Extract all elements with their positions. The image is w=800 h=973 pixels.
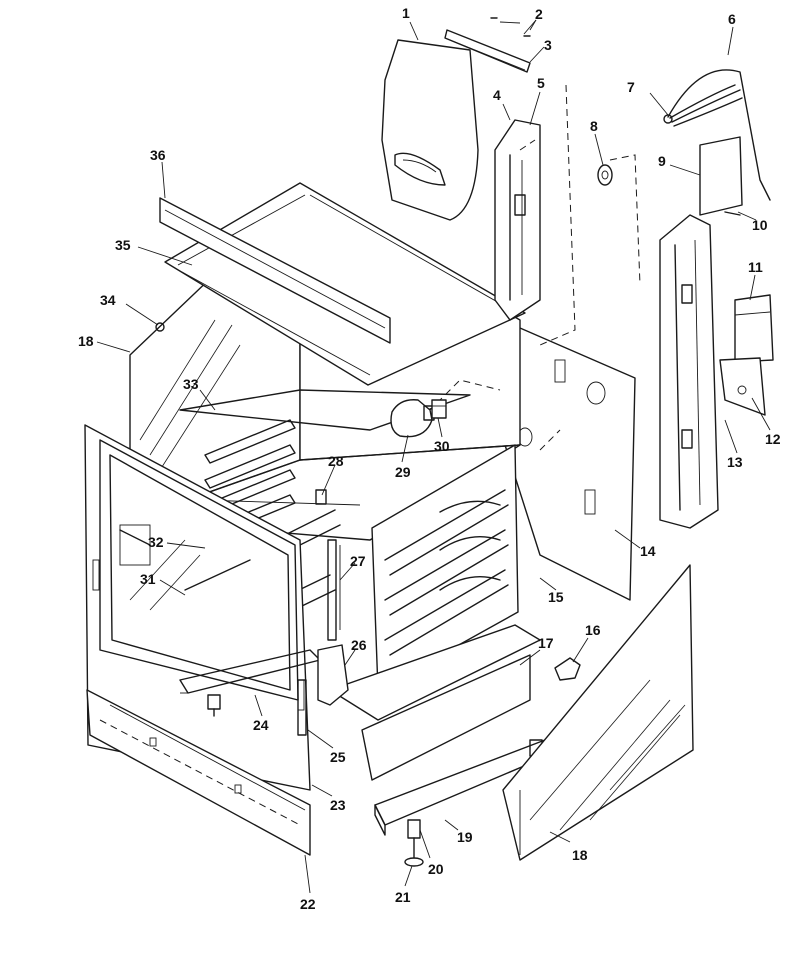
part-12-bracket xyxy=(719,357,766,416)
part-16-clip xyxy=(554,657,581,681)
part-35-top-insulation xyxy=(164,182,526,386)
part-8-grommet xyxy=(597,164,613,186)
callout-8: 8 xyxy=(590,118,598,134)
leader-lines xyxy=(96,19,771,894)
callout-5: 5 xyxy=(537,75,545,91)
callout-labels: 1 2 3 4 5 6 7 8 9 10 11 12 13 14 15 16 1… xyxy=(78,5,781,912)
part-13-vertical-channel xyxy=(659,214,719,529)
callout-15: 15 xyxy=(548,589,564,605)
callout-11: 11 xyxy=(748,259,763,275)
callout-20: 20 xyxy=(428,861,444,877)
callout-17: 17 xyxy=(538,635,554,651)
part-31-32-rails xyxy=(119,524,251,591)
callout-9: 9 xyxy=(658,153,666,169)
callout-10: 10 xyxy=(752,217,768,233)
callout-25: 25 xyxy=(330,749,346,765)
callout-12: 12 xyxy=(765,431,781,447)
callout-24: 24 xyxy=(253,717,269,733)
part-6-7-wiring xyxy=(663,69,771,201)
callout-28: 28 xyxy=(328,453,344,469)
callout-18-right: 18 xyxy=(572,847,588,863)
part-29-light-bulb xyxy=(390,399,435,438)
part-22-kick-panel xyxy=(86,689,311,856)
part-10-screw xyxy=(724,211,741,216)
part-28-clip xyxy=(315,489,327,505)
callout-31: 31 xyxy=(140,571,156,587)
part-18-side-panel-right xyxy=(502,564,694,861)
part-33-cavity-top xyxy=(179,389,471,431)
callout-36: 36 xyxy=(150,147,166,163)
callout-4: 4 xyxy=(493,87,501,103)
callout-29: 29 xyxy=(395,464,411,480)
part-34-screw xyxy=(155,322,165,332)
callout-32: 32 xyxy=(148,534,164,550)
callout-18-left: 18 xyxy=(78,333,94,349)
part-1-vent-panel xyxy=(381,39,479,221)
callout-7: 7 xyxy=(627,79,635,95)
callout-3: 3 xyxy=(544,37,552,53)
part-26-shield xyxy=(317,644,349,706)
part-11-switch xyxy=(734,294,774,363)
part-17-bottom-panel xyxy=(329,624,541,781)
callout-16: 16 xyxy=(585,622,601,638)
callout-23: 23 xyxy=(330,797,346,813)
callout-21: 21 xyxy=(395,889,411,905)
leveling-leg-left xyxy=(207,694,221,717)
callout-26: 26 xyxy=(351,637,367,653)
callout-30: 30 xyxy=(434,438,450,454)
part-15-right-rack-side xyxy=(371,444,519,691)
part-4-5-vertical-channel xyxy=(494,119,541,321)
callout-27: 27 xyxy=(350,553,366,569)
part-3-bracket xyxy=(444,29,531,73)
callout-22: 22 xyxy=(300,896,316,912)
part-25-bracket xyxy=(297,679,307,736)
callout-33: 33 xyxy=(183,376,199,392)
callout-14: 14 xyxy=(640,543,656,559)
callout-2: 2 xyxy=(535,6,543,22)
part-9-bracket xyxy=(699,136,743,216)
callout-13: 13 xyxy=(727,454,743,470)
part-2-screws xyxy=(490,17,531,37)
callout-1: 1 xyxy=(402,5,410,21)
part-20-21-leveling-leg xyxy=(404,819,424,867)
callout-35: 35 xyxy=(115,237,131,253)
callout-6: 6 xyxy=(728,11,736,27)
part-36-top-rail xyxy=(159,197,391,344)
callout-34: 34 xyxy=(100,292,116,308)
callout-19: 19 xyxy=(457,829,473,845)
part-27-bracket xyxy=(327,539,341,641)
part-30-socket xyxy=(431,399,447,419)
